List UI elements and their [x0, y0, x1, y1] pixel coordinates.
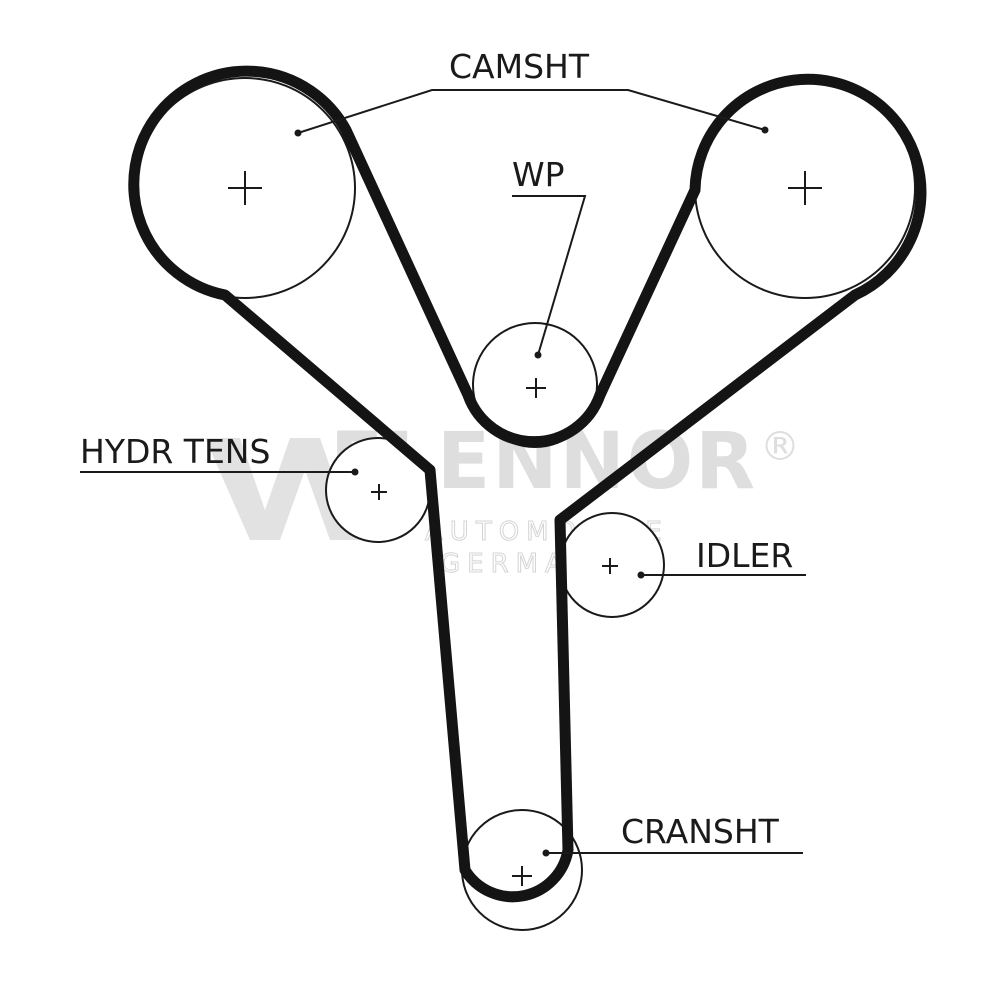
tensioner-center-icon: [371, 484, 387, 500]
idler-leader: [637, 571, 806, 579]
hydraulic-tensioner-leader: [80, 468, 359, 476]
water-pump-label: WP: [512, 155, 565, 194]
crankshaft-label: CRANSHT: [621, 812, 780, 851]
idler-center-icon: [602, 558, 618, 574]
timing-belt: [128, 65, 927, 903]
camshaft-left-center-icon: [228, 171, 262, 205]
hydraulic-tensioner-label: HYDR TENS: [80, 432, 270, 471]
camshaft-label: CAMSHT: [449, 47, 590, 86]
camshaft-right-center-icon: [788, 171, 822, 205]
water-pump-center-icon: [526, 378, 546, 398]
crankshaft-leader: [542, 849, 803, 857]
camshaft-leader: [294, 89, 769, 137]
idler-label: IDLER: [696, 536, 793, 575]
crankshaft-center-icon: [512, 866, 532, 886]
watermark-registered-mark: ®: [760, 424, 802, 470]
water-pump-leader: [512, 195, 587, 359]
